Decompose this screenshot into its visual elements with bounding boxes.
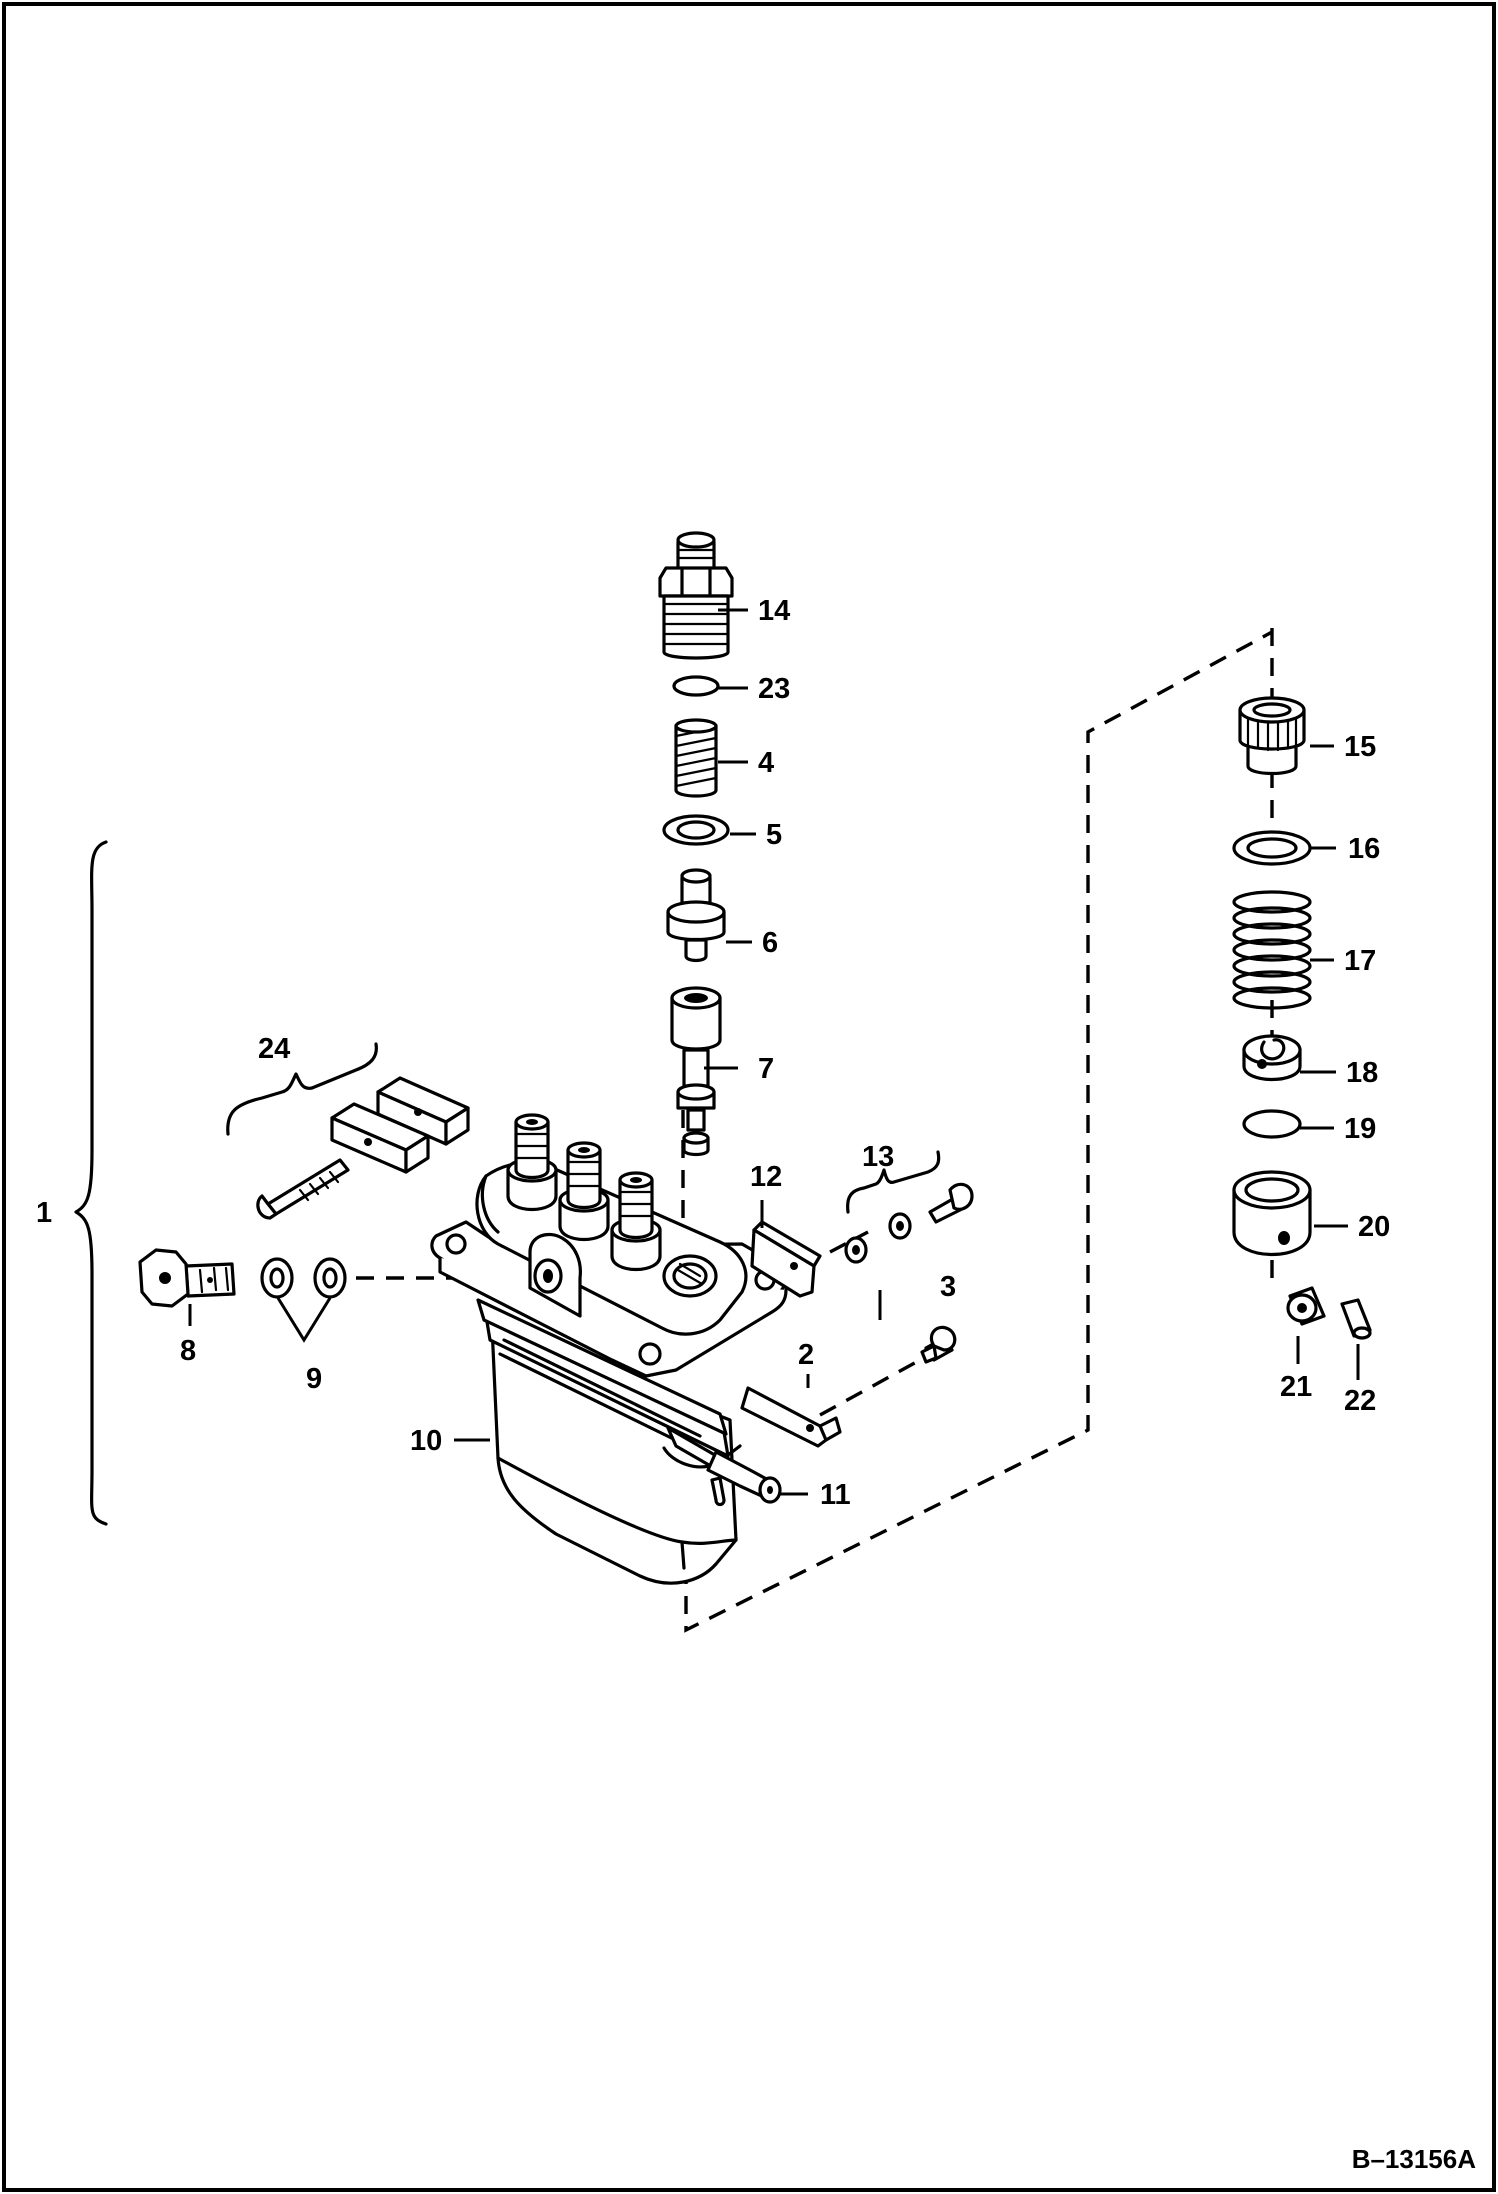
part-12-plate (750, 1220, 822, 1298)
part-13-hardware (844, 1150, 974, 1264)
part-11-fuel-nipple (706, 1450, 782, 1507)
assembly-dashed-lines (356, 628, 1274, 1633)
part-22-pin (1340, 1298, 1372, 1340)
part-19-o-ring (1242, 1109, 1302, 1139)
figure-reference-code: B–13156A (1352, 2144, 1477, 2174)
callout-21: 21 (1280, 1371, 1312, 1403)
part-6-delivery-valve (666, 868, 726, 963)
part-14-delivery-valve-holder (658, 531, 734, 660)
callout-7: 7 (758, 1053, 774, 1085)
callout-11: 11 (820, 1479, 851, 1511)
callout-12: 12 (750, 1161, 782, 1193)
callout-17: 17 (1344, 945, 1376, 977)
callout-10: 10 (410, 1425, 442, 1457)
callout-2: 2 (798, 1339, 814, 1371)
callout-20: 20 (1358, 1211, 1390, 1243)
delivery-valve-holder-right (610, 1171, 662, 1272)
callout-24: 24 (258, 1033, 290, 1065)
callout-22: 22 (1344, 1385, 1376, 1417)
part-9-washers (260, 1257, 347, 1299)
part-2-bracket (740, 1386, 842, 1448)
part-21-roller (1286, 1286, 1326, 1326)
delivery-valve-holder-middle (558, 1141, 610, 1242)
callout-14: 14 (758, 595, 790, 627)
callout-6: 6 (762, 927, 778, 959)
part-16-washer (1232, 830, 1312, 866)
part-8-banjo-bolt (138, 1248, 236, 1308)
part-18-retainer (1242, 1034, 1302, 1082)
callout-9: 9 (306, 1363, 322, 1395)
callout-15: 15 (1344, 731, 1376, 763)
delivery-valve-holder-left (506, 1113, 558, 1212)
callout-13: 13 (862, 1141, 894, 1173)
callout-1: 1 (36, 1197, 52, 1229)
callout-3: 3 (940, 1271, 956, 1303)
callout-19: 19 (1344, 1113, 1376, 1145)
callout-23: 23 (758, 673, 790, 705)
part-7-plunger (670, 986, 722, 1157)
callout-8: 8 (180, 1335, 196, 1367)
leader-lines (188, 608, 1360, 1496)
part-23-o-ring (672, 675, 720, 697)
callout-labels: 14 23 4 5 6 7 24 12 13 1 3 8 9 2 10 11 1… (36, 595, 1390, 1511)
part-4-spring (674, 718, 718, 798)
part-24-tool-set (226, 1042, 470, 1220)
callout-5: 5 (766, 819, 782, 851)
part-17-spring (1232, 890, 1312, 1010)
part-20-collar (1232, 1170, 1312, 1257)
part-15-cap (1238, 696, 1306, 776)
callout-16: 16 (1348, 833, 1380, 865)
brace-item-1 (74, 840, 108, 1526)
part-5-gasket (662, 814, 730, 846)
callout-4: 4 (758, 747, 774, 779)
callout-18: 18 (1346, 1057, 1378, 1089)
part-3-screw (920, 1325, 957, 1364)
part-10-pump-body (430, 1113, 789, 1585)
